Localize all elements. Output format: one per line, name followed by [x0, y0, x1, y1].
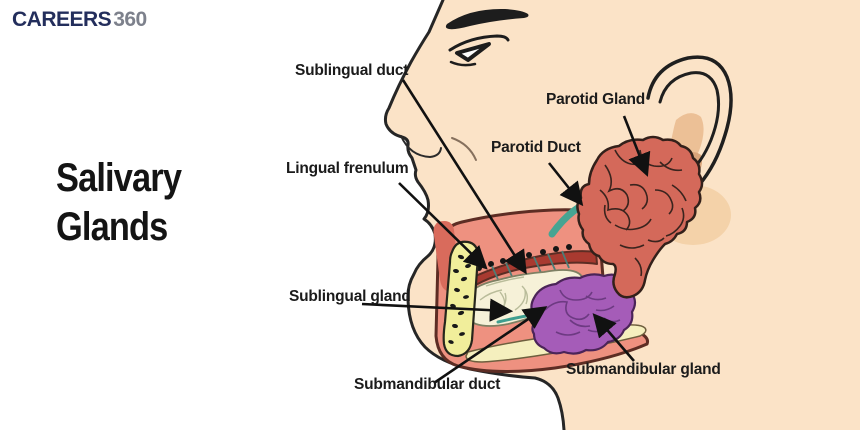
arrow-submandibular-duct — [433, 306, 548, 385]
cheek-crease — [451, 137, 477, 161]
page-title: Salivary Glands — [56, 154, 182, 252]
nostril-line — [400, 135, 442, 159]
arrow-sublingual-gland — [361, 298, 514, 322]
parotid-gland-shape — [576, 135, 704, 299]
brand-logo-accent: 360 — [113, 8, 147, 31]
label-parotid-gland: Parotid Gland — [546, 91, 646, 108]
arrow-submandibular-gland — [592, 313, 635, 362]
label-submandibular-duct: Submandibular duct — [354, 376, 501, 393]
eye — [448, 34, 510, 67]
arrow-sublingual-duct — [401, 79, 527, 275]
arrow-parotid-gland — [622, 115, 651, 177]
teeth-strip — [442, 240, 480, 358]
label-sublingual-duct: Sublingual duct — [295, 62, 409, 79]
page-title-line1: Salivary — [56, 156, 182, 200]
brand-logo-primary: CAREERS — [12, 8, 112, 31]
eyebrow — [445, 8, 529, 30]
page-title-line2: Glands — [56, 204, 168, 249]
label-parotid-duct: Parotid Duct — [491, 139, 581, 156]
arrow-parotid-duct — [547, 162, 584, 207]
leader-arrows — [361, 79, 651, 385]
label-lingual-frenulum: Lingual frenulum — [286, 160, 409, 177]
label-submandibular-gland: Submandibular gland — [566, 361, 721, 378]
label-sublingual-gland: Sublingual gland — [289, 288, 411, 305]
brand-logo: CAREERS360 — [12, 8, 147, 32]
arrow-lingual-frenulum — [398, 182, 488, 270]
